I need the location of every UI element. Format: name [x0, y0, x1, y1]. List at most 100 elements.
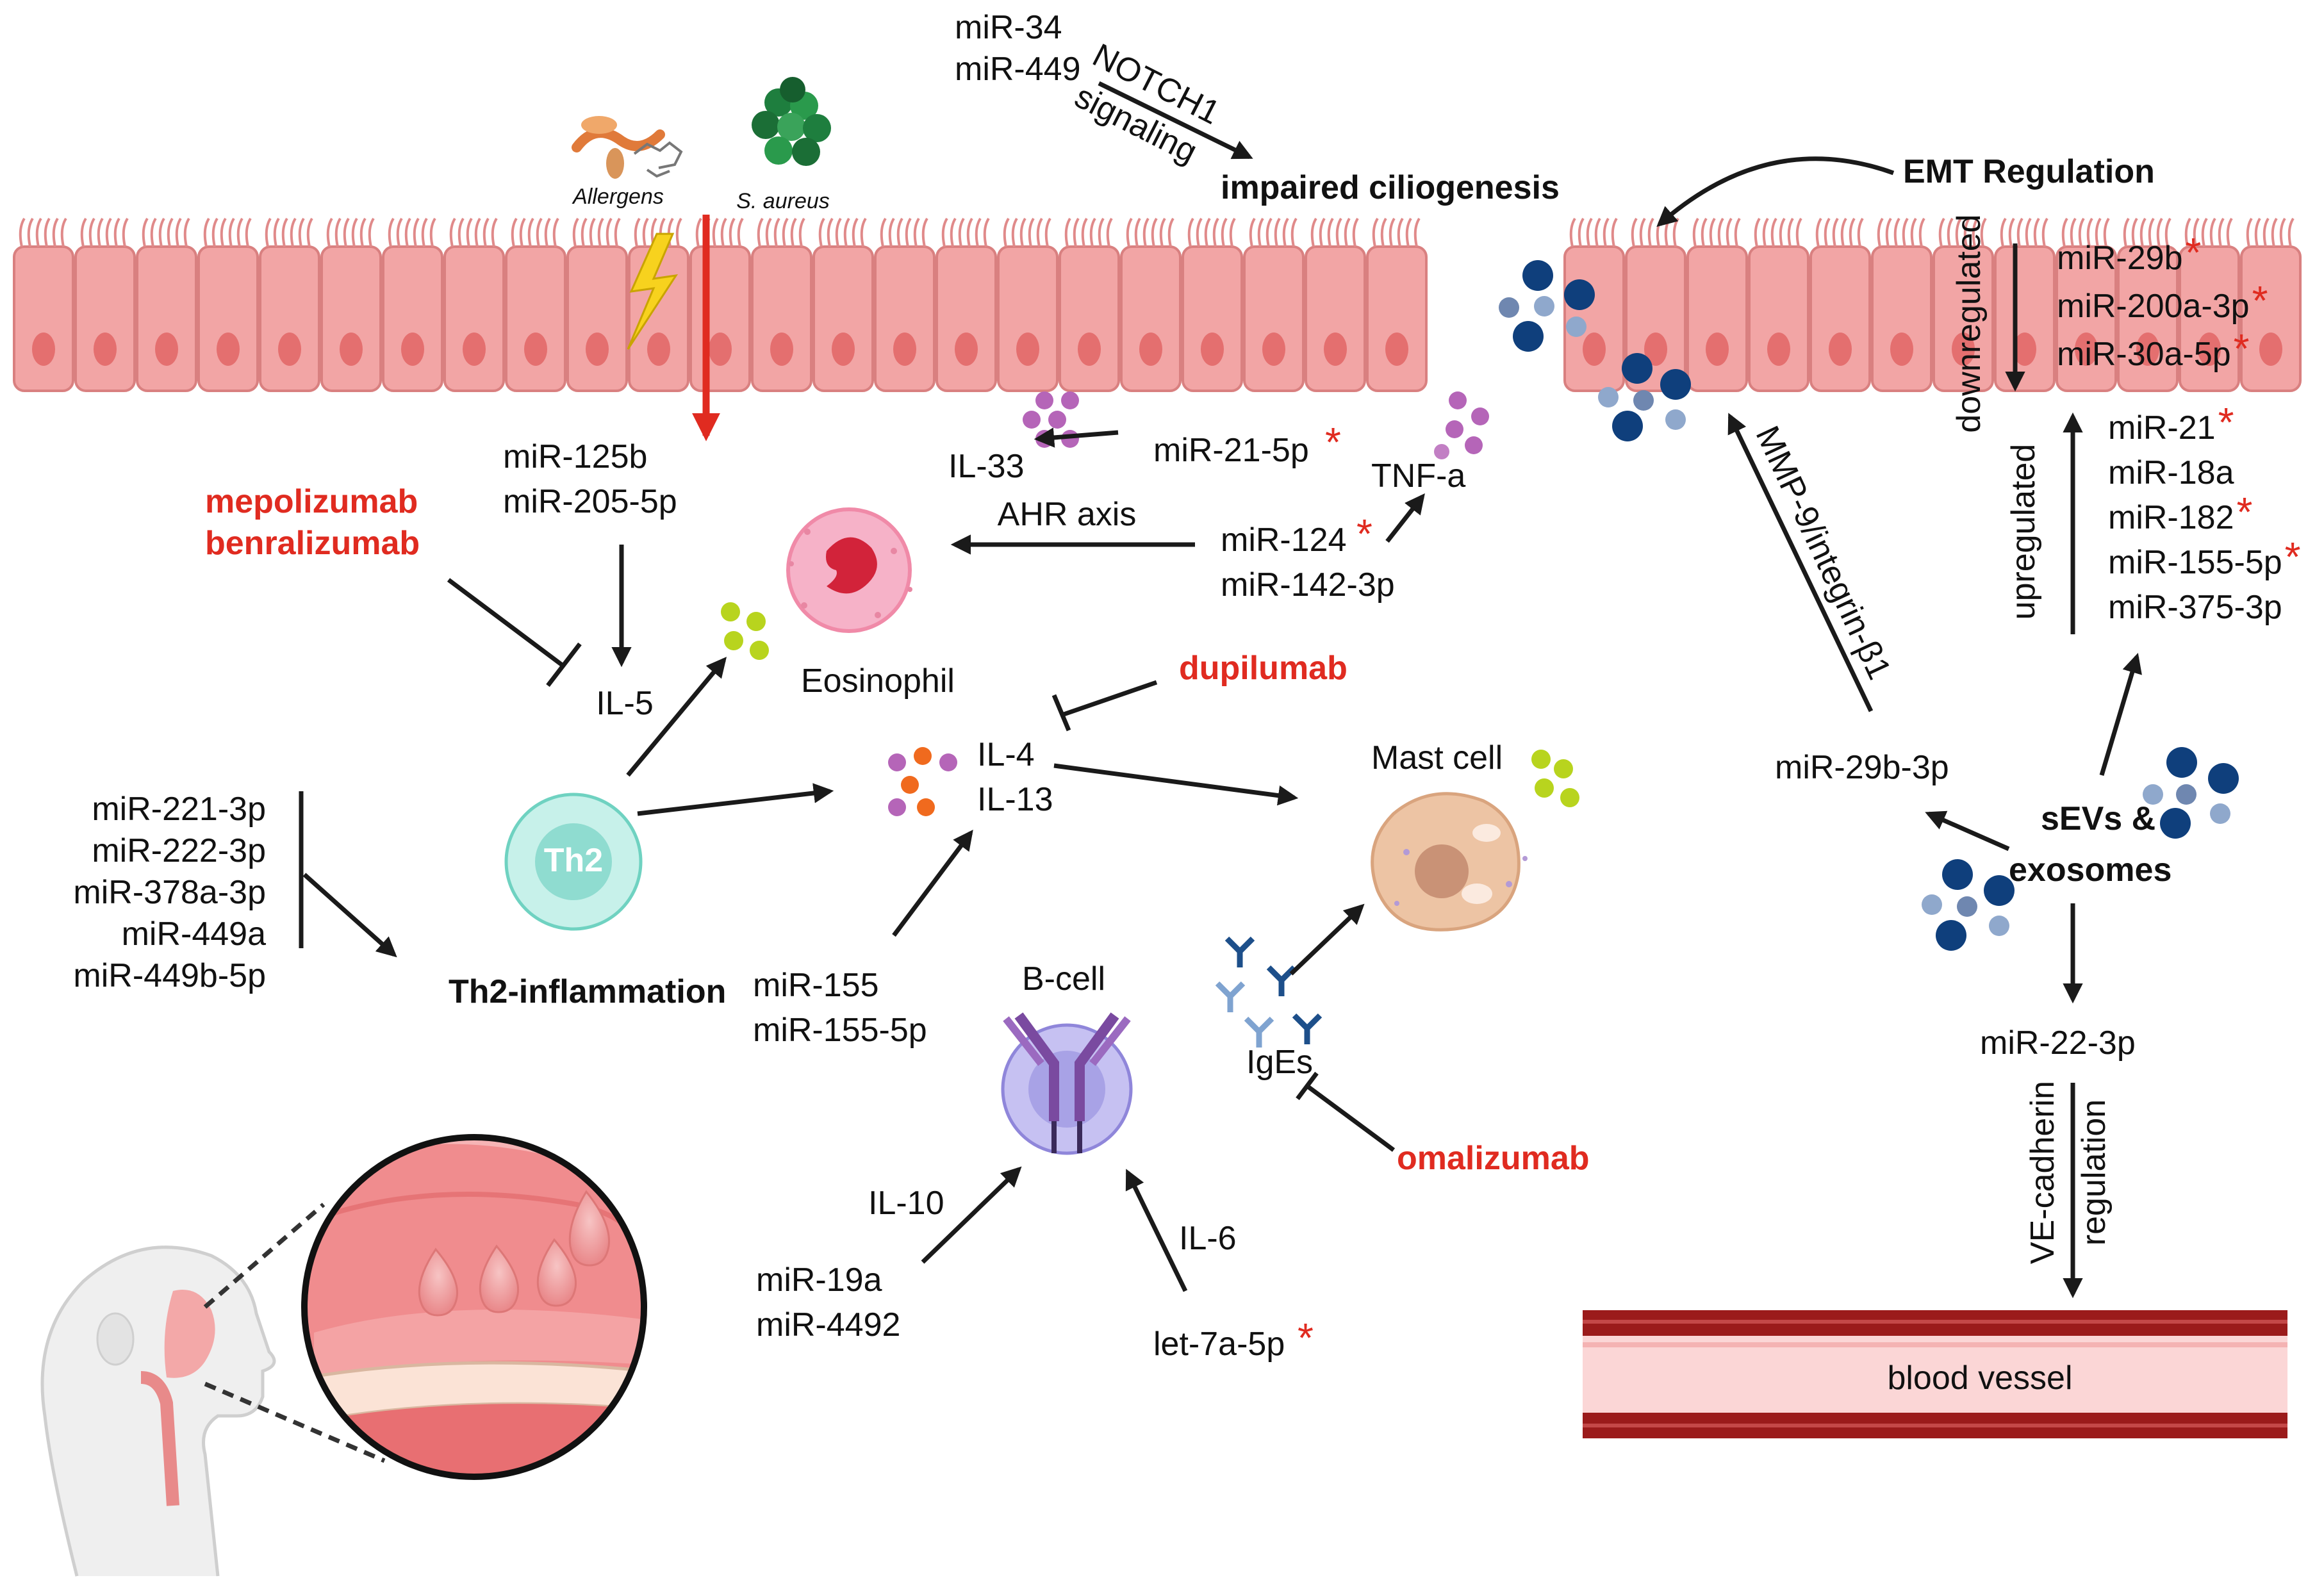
left-list-item: miR-449a: [122, 916, 266, 953]
allergens-label: Allergens: [572, 185, 664, 209]
upregulated-item: miR-375-3p: [2108, 589, 2282, 626]
epithelium-right-cell: [1748, 217, 1809, 392]
upregulated-list: miR-21*miR-18amiR-182*miR-155-5p*miR-375…: [2108, 399, 2301, 626]
mir-124-label: miR-124: [1221, 522, 1347, 559]
s-aureus-label: S. aureus: [736, 189, 830, 213]
nasal-cavity-icon: [301, 1134, 647, 1480]
epithelium-right-cell: [1933, 217, 1994, 392]
left-list-item: miR-449b-5p: [73, 957, 266, 994]
epithelium-left-cell: [812, 217, 874, 392]
epithelium-left-cell: [1059, 217, 1120, 392]
sevs-label-1: sEVs &: [2041, 800, 2155, 837]
epithelium-left-cell: [1120, 217, 1182, 392]
left-list-arrow: [302, 873, 397, 958]
mir-124-star: *: [1356, 511, 1372, 557]
mir-34-label: miR-34: [955, 9, 1062, 46]
epithelium-left-cell: [935, 217, 997, 392]
epithelium-right-cell: [1871, 217, 1933, 392]
left-list-item: miR-378a-3p: [73, 874, 266, 911]
magnify-line-bottom: [204, 1381, 386, 1463]
blood-vessel-label: blood vessel: [1887, 1360, 2072, 1397]
epithelium-right-cell: [1809, 217, 1871, 392]
th2-to-il4-arrow: [637, 783, 834, 816]
epithelium-left-cell: [1305, 217, 1366, 392]
il-33-granules: [1023, 391, 1079, 448]
epithelium-left-cell: [259, 217, 320, 392]
iges-label: IgEs: [1246, 1044, 1313, 1081]
mir-22-3p-label: miR-22-3p: [1980, 1024, 2136, 1062]
mast-cell-label: Mast cell: [1371, 739, 1503, 777]
epithelium-left-cell: [505, 217, 566, 392]
emt-regulation-label: EMT Regulation: [1903, 153, 2155, 190]
s-aureus-icon: [752, 77, 831, 166]
th2-to-eos-arrow: [626, 657, 727, 777]
il4-to-mast-arrow: [1053, 763, 1299, 806]
downregulated-item: miR-29b: [2057, 240, 2183, 277]
omalizumab-label: omalizumab: [1397, 1140, 1590, 1177]
tnf-a-label: TNF-a: [1371, 457, 1465, 495]
mir-29b-3p-label: miR-29b-3p: [1775, 749, 1949, 786]
ige-to-mast-arrow: [1289, 903, 1365, 976]
mir155-to-il4-arrow: [892, 829, 973, 937]
il33-arrow: [1034, 427, 1119, 448]
mir-125b-label: miR-125b: [503, 438, 647, 475]
il-6-label: IL-6: [1179, 1220, 1237, 1257]
downregulated-star: *: [2186, 229, 2202, 275]
tnfa-arrow: [1385, 493, 1425, 543]
epithelium-left-cell: [566, 217, 628, 392]
left-list-item: miR-222-3p: [92, 832, 266, 869]
notch1-arrow: [1098, 81, 1253, 160]
left-mirna-list: miR-221-3p miR-222-3p miR-378a-3p miR-449a m…: [73, 791, 266, 994]
epithelium-left-cell: [320, 217, 382, 392]
ve-regulation-label: regulation: [2075, 1099, 2113, 1245]
il-33-label: IL-33: [948, 448, 1025, 485]
b-cell-label: B-cell: [1022, 960, 1105, 998]
let-7a-5p-label: let-7a-5p: [1153, 1326, 1285, 1363]
mir-4492-label: miR-4492: [756, 1306, 900, 1344]
allergens-icon: [572, 116, 683, 179]
epithelium-left-cell: [689, 217, 751, 392]
th2-cell-icon: [504, 793, 643, 931]
mir-155-label: miR-155: [753, 967, 879, 1004]
mmp9-arrow: [1727, 413, 1874, 712]
omalizumab-inhibition: [1296, 1071, 1396, 1152]
downregulated-item: miR-200a-3p: [2057, 288, 2250, 325]
epithelium-left-cell: [1366, 217, 1428, 392]
lightning-icon: [627, 233, 679, 350]
mir-19a-label: miR-19a: [756, 1262, 882, 1299]
let-7a-5p-star: *: [1298, 1315, 1314, 1361]
epithelium-right-cell: [1686, 217, 1748, 392]
downregulated-star: *: [2252, 277, 2268, 324]
th2-label: Th2: [544, 842, 603, 879]
epithelium-left-cell: [136, 217, 197, 392]
upregulated-star: *: [2218, 399, 2234, 445]
eosinophil-icon: [786, 507, 912, 633]
mir-21-5p-label: miR-21-5p: [1153, 432, 1309, 469]
emt-arrow: [1656, 156, 1895, 227]
downregulated-list: miR-29b*miR-200a-3p*miR-30a-5p*: [2057, 229, 2268, 373]
mir-155-5p-label: miR-155-5p: [753, 1012, 927, 1049]
epithelium-left-cell: [1182, 217, 1243, 392]
head-profile-icon: [40, 1245, 276, 1577]
sevs-label-2: exosomes: [2009, 851, 2172, 889]
downregulated-star: *: [2234, 325, 2250, 372]
il10-arrow: [921, 1166, 1022, 1264]
mir-142-3p-label: miR-142-3p: [1221, 566, 1395, 604]
eosinophil-granules: [721, 602, 769, 660]
epithelium-right-cell: [2179, 217, 2240, 392]
epithelium-left-cell: [997, 217, 1059, 392]
dupilumab-inhibition: [1051, 680, 1158, 732]
il6-arrow: [1125, 1169, 1188, 1292]
mir-205-5p-label: miR-205-5p: [503, 483, 677, 520]
sevs-to-mir29b-arrow: [1925, 810, 2010, 851]
blood-vessel-icon: [1583, 1310, 2287, 1438]
upregulated-item: miR-155-5p: [2108, 544, 2282, 581]
upregulated-star: *: [2237, 489, 2253, 535]
il-13-label: IL-13: [977, 781, 1053, 818]
epithelium-left-cell: [197, 217, 259, 392]
epithelium-left-cell: [751, 217, 812, 392]
downregulated-item: miR-30a-5p: [2057, 336, 2231, 373]
upregulated-item: miR-21: [2108, 409, 2216, 447]
left-list-item: miR-221-3p: [92, 791, 266, 828]
impaired-ciliogenesis-label: impaired ciliogenesis: [1221, 169, 1560, 206]
